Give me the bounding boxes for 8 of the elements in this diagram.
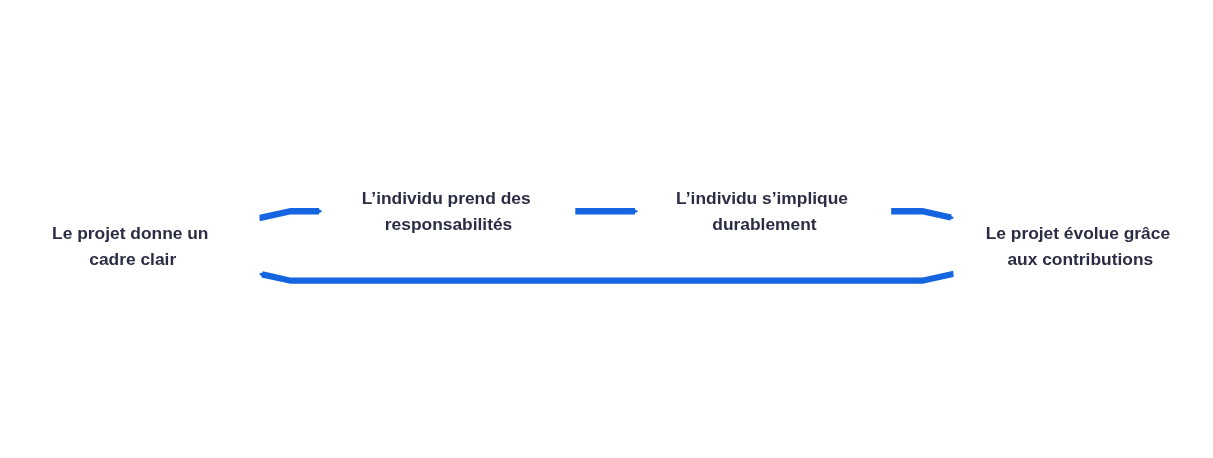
arrow	[258, 208, 323, 222]
arrow	[258, 271, 955, 285]
node-text: L’individu prend des responsabilités	[361, 188, 531, 235]
arrow	[574, 208, 639, 216]
node-text: Le projet donne un cadre clair	[52, 223, 209, 270]
node-text: Le projet évolue grâce aux contributions	[985, 223, 1171, 270]
node-text: L’individu s’implique durablement	[676, 188, 848, 235]
arrow	[890, 208, 955, 221]
